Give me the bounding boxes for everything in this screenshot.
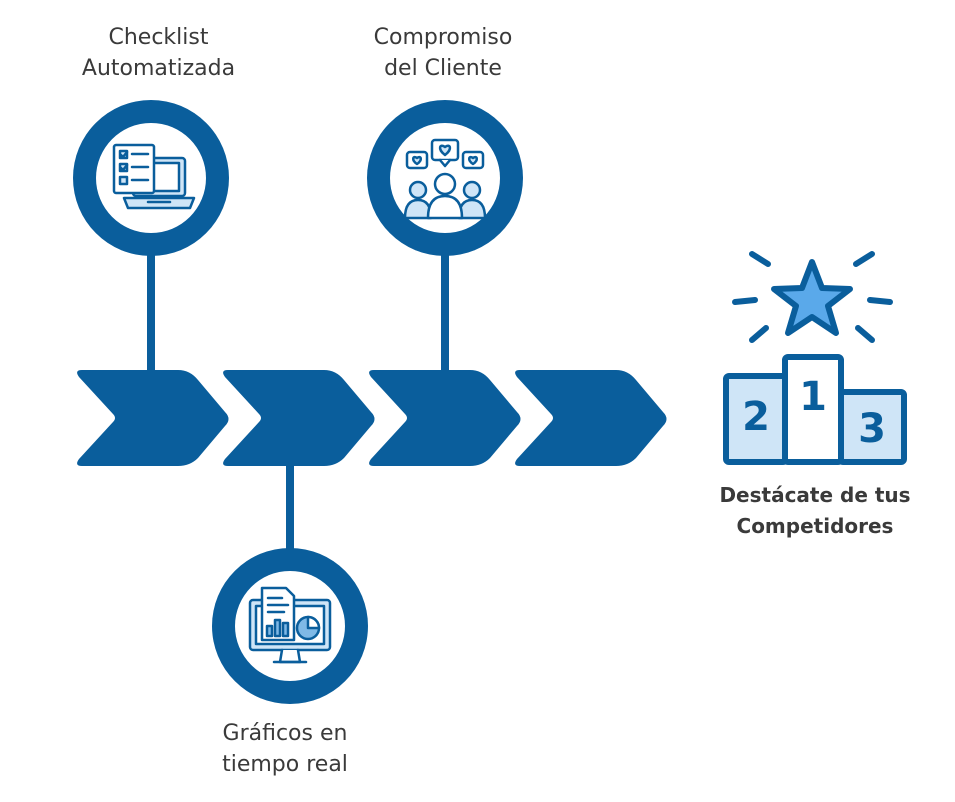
connectors (147, 246, 449, 564)
chevron-2 (223, 370, 375, 466)
label-destacate: Destácate de tus Competidores (700, 480, 930, 542)
label-checklist-line1: Checklist (108, 25, 209, 50)
label-destacate-line1: Destácate de tus (719, 483, 911, 507)
label-checklist-line2: Automatizada (81, 56, 236, 81)
label-graficos: Gráficos en tiempo real (190, 718, 380, 780)
star-rays (732, 251, 893, 343)
chevron-4 (515, 370, 667, 466)
star-icon (771, 259, 853, 336)
podium-number-second: 2 (742, 394, 770, 440)
podium-number-first: 1 (799, 374, 827, 420)
label-destacate-line2: Competidores (736, 514, 894, 538)
step-circle-checklist (73, 100, 229, 256)
customers-hearts-icon (403, 138, 487, 220)
step-circle-graficos (212, 548, 368, 704)
chevron-arrows (77, 370, 667, 466)
podium-star-icon: 1 2 3 (723, 251, 907, 465)
laptop-checklist-icon (112, 143, 196, 210)
chevron-1 (77, 370, 229, 466)
step-circle-compromiso (367, 100, 523, 256)
label-compromiso-line1: Compromiso (373, 25, 513, 50)
monitor-charts-icon (248, 586, 332, 664)
label-compromiso-line2: del Cliente (384, 56, 502, 81)
label-checklist: Checklist Automatizada (56, 22, 261, 84)
chevron-3 (369, 370, 521, 466)
podium-number-third: 3 (858, 406, 886, 452)
podium-first (782, 354, 844, 465)
label-compromiso: Compromiso del Cliente (343, 22, 543, 84)
label-graficos-line1: Gráficos en (222, 721, 348, 746)
label-graficos-line2: tiempo real (222, 752, 348, 777)
